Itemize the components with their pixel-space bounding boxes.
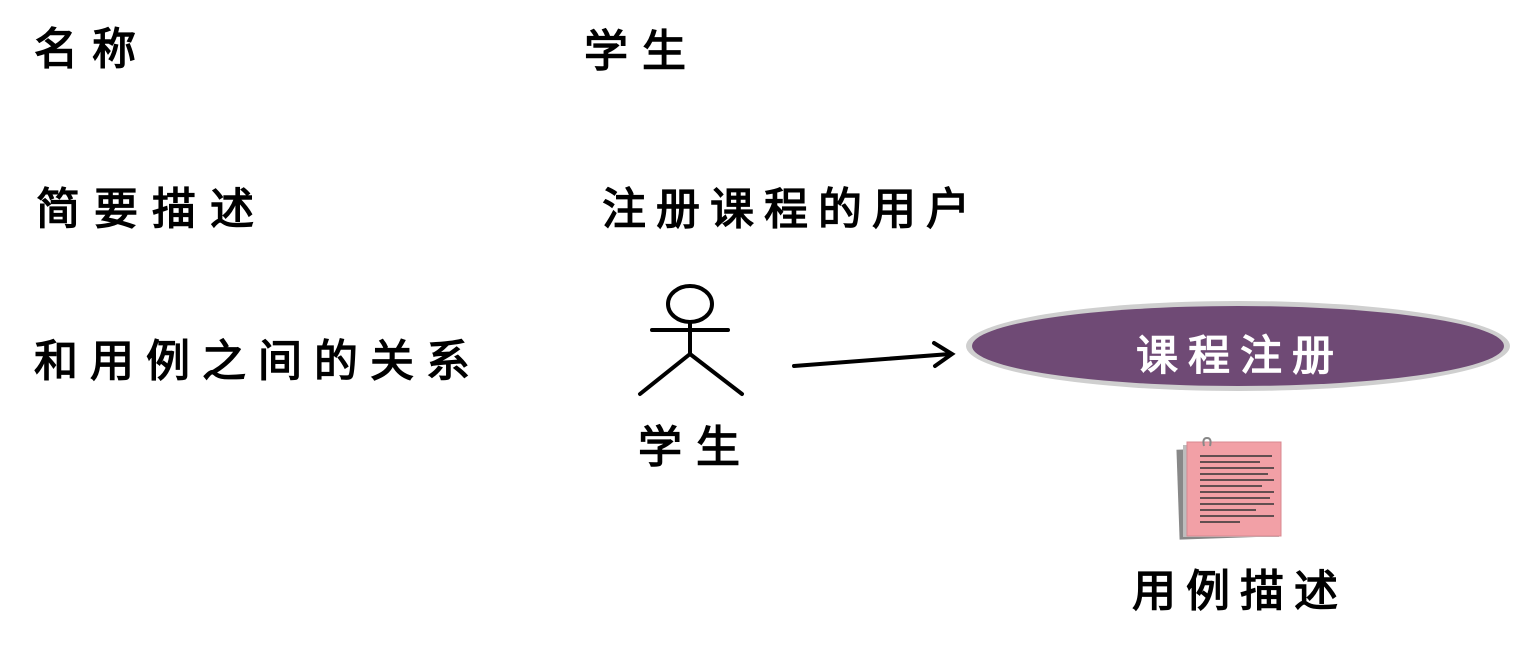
- arrow-icon: [792, 341, 956, 368]
- document-icon: [1176, 436, 1282, 540]
- name-label: 名称: [34, 24, 150, 75]
- actor-left-leg: [638, 352, 692, 396]
- description-label: 简要描述: [36, 184, 268, 235]
- relation-label: 和用例之间的关系: [34, 336, 482, 387]
- stick-figure-actor-icon: [638, 284, 744, 396]
- use-case-label: 课程注册: [1136, 331, 1344, 380]
- actor-head: [666, 284, 714, 324]
- actor-label: 学生: [638, 422, 754, 473]
- document-label: 用例描述: [1132, 566, 1348, 617]
- description-value: 注册课程的用户: [602, 184, 980, 235]
- actor-right-leg: [688, 352, 744, 396]
- name-value: 学生: [584, 26, 700, 77]
- use-case-ellipse[interactable]: 课程注册: [966, 301, 1510, 391]
